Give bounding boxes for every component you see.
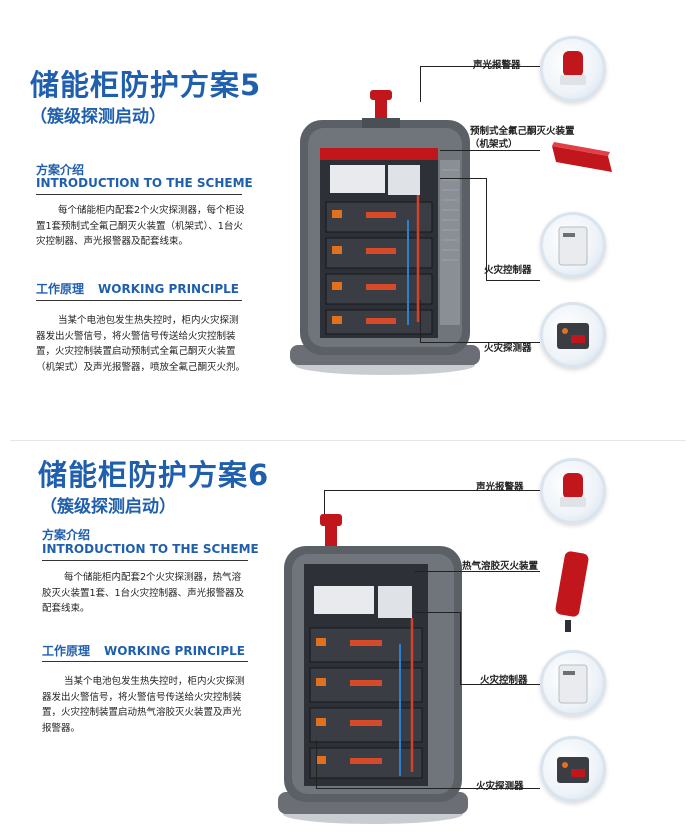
intro-paragraph: 每个储能柜内配套2个火灾探测器，热气溶 胶灭火装置1套、1台火灾控制器、声光报警… (42, 570, 257, 617)
principle-line: 报警器。 (42, 722, 81, 734)
detector-leader-line (420, 342, 540, 343)
detector-leader-line (316, 788, 540, 789)
scheme-5-title: 储能柜防护方案5 (30, 68, 262, 102)
controller-leader-line (460, 612, 461, 684)
alarm-leader-line (420, 66, 421, 102)
principle-line: 器发出火警信号，将火警信号传送给火灾控制装 (42, 691, 242, 703)
extinguisher-label: 预制式全氟己酮灭火装置 （机架式） (470, 126, 575, 150)
alarm-leader-line (324, 490, 325, 514)
alarm-label: 声光报警器 (473, 60, 521, 71)
intro-paragraph: 每个储能柜内配套2个火灾探测器，每个柜设 置1套预制式全氟己酮灭火装置（机架式）… (36, 203, 251, 250)
intro-line: 每个储能柜内配套2个火灾探测器，每个柜设 (58, 205, 245, 216)
intro-line: 每个储能柜内配套2个火灾探测器，热气溶 (64, 572, 242, 583)
alarm-beacon-image (540, 36, 606, 102)
principle-rule (42, 661, 248, 662)
rack-extinguisher-image (552, 138, 614, 184)
detector-leader-line (316, 740, 317, 788)
controller-leader-line (460, 684, 540, 685)
intro-rule (36, 194, 242, 195)
principle-line: 器发出火警信号，将火警信号传送给火灾控制装 (36, 330, 236, 342)
principle-line: 置，火灾控制装置启动热气溶胶灭火装置及声光 (42, 707, 242, 718)
controller-leader-line (440, 178, 486, 179)
intro-line: 灾控制器、声光报警器及配套线束。 (36, 236, 189, 247)
principle-line: （机架式）及声光报警器，喷放全氟己酮灭火剂。 (36, 361, 246, 373)
intro-heading-en: INTRODUCTION TO THE SCHEME (42, 542, 259, 556)
principle-line: 置，火灾控制装置启动预制式全氟己酮灭火装置 (36, 346, 236, 357)
principle-line: 当某个电池包发生热失控时，柜内火灾探测 (58, 315, 239, 326)
section-divider (10, 440, 686, 441)
fire-detector-image (540, 302, 606, 368)
scheme-5-section: 储能柜防护方案5 （簇级探测启动） 方案介绍 INTRODUCTION TO T… (30, 36, 614, 375)
controller-leader-line (486, 178, 487, 280)
fire-controller-image (540, 212, 606, 278)
extinguisher-leader-line (440, 150, 540, 151)
intro-heading-cn: 方案介绍 (36, 163, 85, 177)
controller-label: 火灾控制器 (480, 675, 528, 686)
detector-leader-line (420, 300, 421, 342)
controller-label: 火灾控制器 (484, 265, 532, 276)
aerosol-extinguisher-image (548, 550, 598, 640)
energy-storage-cabinet-illustration (290, 90, 480, 375)
alarm-leader-line (420, 66, 540, 67)
scheme-5-subtitle: （簇级探测启动） (30, 107, 166, 127)
intro-line: 置1套预制式全氟己酮灭火装置（机架式）、1台火 (36, 220, 243, 232)
alarm-label: 声光报警器 (476, 482, 524, 493)
principle-paragraph: 当某个电池包发生热失控时，柜内火灾探测 器发出火警信号，将火警信号传送给火灾控制… (36, 313, 251, 375)
intro-heading-en: INTRODUCTION TO THE SCHEME (36, 176, 253, 190)
alarm-leader-line (324, 490, 540, 491)
fire-detector-image (540, 736, 606, 802)
scheme-6-title: 储能柜防护方案6 (38, 458, 270, 492)
principle-rule (36, 300, 242, 301)
fire-controller-image (540, 650, 606, 716)
principle-paragraph: 当某个电池包发生热失控时，柜内火灾探测 器发出火警信号，将火警信号传送给火灾控制… (42, 674, 257, 736)
scheme-6-section: 储能柜防护方案6 （簇级探测启动） 方案介绍 INTRODUCTION TO T… (0, 440, 696, 839)
alarm-beacon-image (540, 458, 606, 524)
energy-storage-cabinet-illustration (278, 514, 468, 824)
intro-rule (42, 560, 248, 561)
scheme-6-subtitle: （簇级探测启动） (40, 497, 176, 517)
controller-leader-line (414, 612, 460, 613)
detector-label: 火灾探测器 (476, 781, 524, 792)
principle-line: 当某个电池包发生热失控时，柜内火灾探测 (64, 676, 245, 687)
intro-line: 胶灭火装置1套、1台火灾控制器、声光报警器及 (42, 587, 245, 599)
intro-line: 配套线束。 (42, 603, 90, 614)
extinguisher-leader-line (414, 571, 540, 572)
controller-leader-line (486, 280, 540, 281)
detector-label: 火灾探测器 (484, 343, 532, 354)
intro-heading-cn: 方案介绍 (42, 528, 91, 542)
extinguisher-label: 热气溶胶灭火装置 (462, 561, 539, 572)
